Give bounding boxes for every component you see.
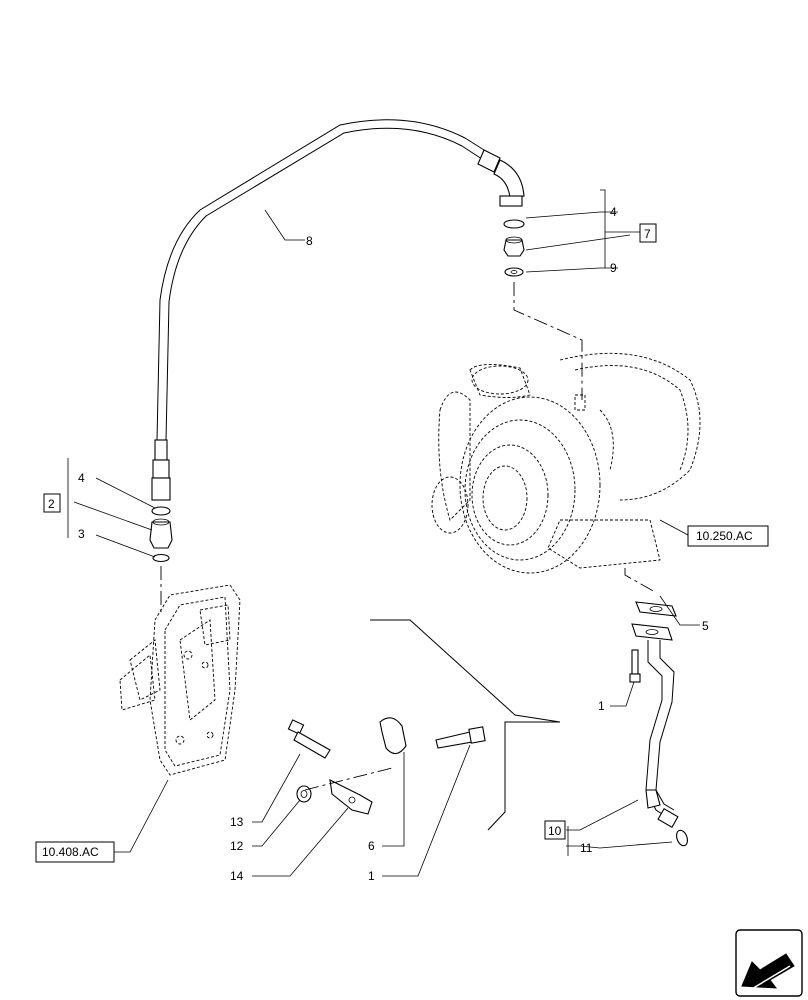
adapter-left: [149, 521, 173, 549]
callout-14: 14: [230, 869, 244, 883]
callout-7-box: [639, 223, 657, 243]
callout-3: 3: [78, 527, 85, 541]
reference-turbo-label: 10.250.AC: [696, 529, 753, 543]
callout-2: 2: [48, 497, 55, 511]
housing: [119, 584, 241, 776]
oil-pipe: [151, 119, 525, 501]
callout-4-top: 4: [610, 205, 617, 219]
o-ring-return: [676, 829, 688, 847]
callout-7: 7: [644, 227, 651, 241]
left-fitting-set: [149, 506, 173, 615]
reference-housing[interactable]: 10.408.AC: [35, 841, 115, 863]
callout-12: 12: [230, 839, 244, 853]
callout-11: 11: [580, 841, 593, 855]
callout-4-left: 4: [78, 471, 85, 485]
callout-5: 5: [702, 619, 709, 633]
adapter-top: [503, 239, 525, 257]
callout-2-box: [43, 493, 61, 513]
callout-8: 8: [306, 234, 313, 248]
o-ring-left-lower: [152, 553, 170, 563]
callouts: 8 4 9 7 4 2 3 5 1 13 12 14 6 1 10 11: [43, 205, 709, 883]
gasket-lower: [631, 623, 673, 641]
reference-housing-label: 10.408.AC: [42, 845, 99, 859]
washer-top: [504, 267, 524, 277]
nut: [296, 785, 312, 803]
callout-1-right: 1: [598, 699, 605, 713]
callout-1-bottom: 1: [368, 869, 375, 883]
o-ring-top: [503, 219, 525, 229]
reference-turbo[interactable]: 10.250.AC: [687, 525, 769, 547]
clip: [379, 717, 407, 755]
callout-13: 13: [230, 815, 244, 829]
return-pipe: [631, 601, 688, 847]
callout-10: 10: [548, 824, 562, 838]
callout-10-box: [544, 820, 566, 840]
gasket-upper: [635, 601, 677, 617]
hardware-group: [287, 619, 561, 831]
leader-lines: [67, 189, 700, 877]
callout-6: 6: [368, 839, 375, 853]
o-ring-left-upper: [151, 506, 171, 516]
stud: [287, 719, 331, 759]
navigation-arrow-icon[interactable]: [735, 929, 803, 997]
bolt-hardware: [435, 726, 486, 749]
callout-9: 9: [610, 261, 617, 275]
turbocharger: [431, 352, 701, 593]
bolt-return: [629, 649, 641, 683]
top-fitting-set: [503, 219, 583, 400]
